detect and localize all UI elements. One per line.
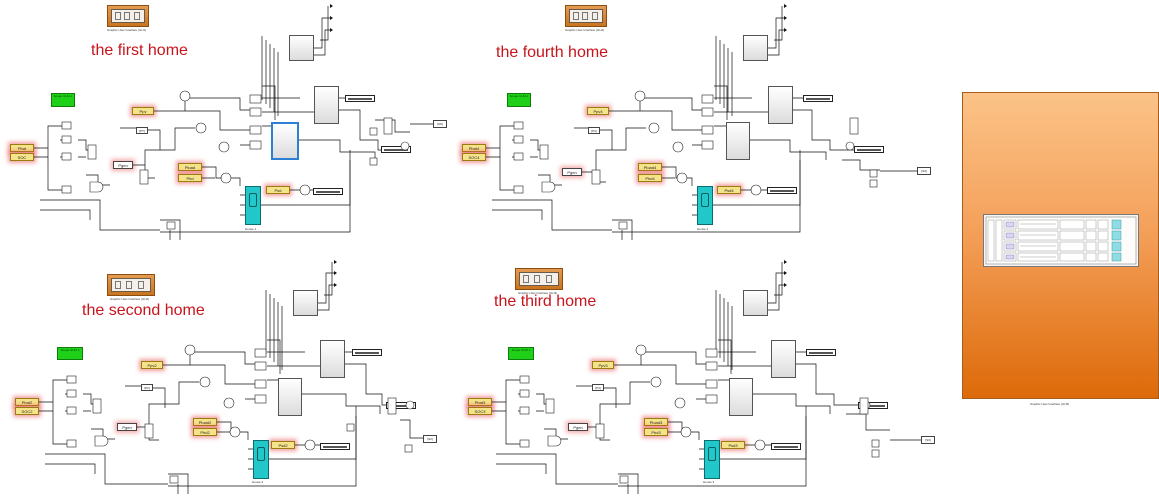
main-gui-caption: Graphic User Interface (GU5)	[1030, 402, 1069, 406]
signal-wiring	[0, 0, 960, 497]
main-gui-thumbnail-graphic	[984, 215, 1138, 266]
main-gui-thumbnail	[983, 214, 1139, 267]
main-gui-panel[interactable]	[962, 92, 1159, 399]
